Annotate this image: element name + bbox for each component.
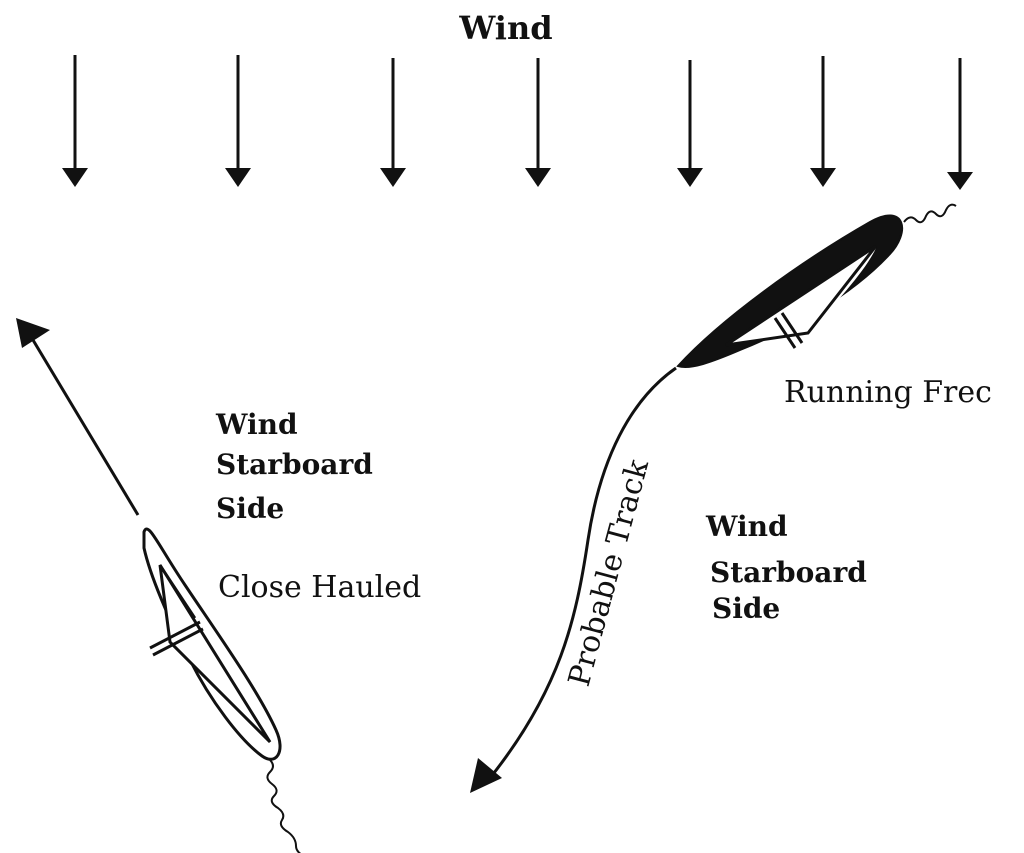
wind-arrow [525, 58, 551, 187]
close-hauled-label: Close Hauled [218, 570, 421, 605]
wind-title: Wind [458, 9, 552, 47]
right-wind-line1: Wind [705, 510, 788, 543]
wind-arrows [62, 55, 973, 190]
left-wind-line3: Side [216, 492, 284, 525]
probable-track-label: Probable Track [562, 455, 656, 690]
sail [725, 244, 878, 347]
left-wind-line2: Starboard [216, 448, 373, 481]
probable-track-arrowhead [470, 758, 502, 793]
running-free-boat [470, 203, 957, 793]
wind-arrow [62, 55, 88, 187]
wind-arrow [677, 60, 703, 187]
left-wind-line1: Wind [215, 408, 298, 441]
running-free-label: Running Frec [784, 375, 992, 410]
wind-arrow [947, 58, 973, 190]
heading-line [28, 334, 140, 516]
heading-arrowhead [16, 318, 50, 348]
wind-arrow [380, 58, 406, 187]
right-wind-line2: Starboard [710, 556, 867, 589]
wind-arrow [225, 55, 251, 187]
hull-filled [676, 214, 904, 368]
right-wind-side-label: Wind Starboard Side [705, 510, 867, 625]
wake [266, 759, 302, 853]
wake [903, 203, 957, 224]
sail [158, 564, 272, 744]
wind-arrow [810, 56, 836, 187]
close-hauled-boat [16, 318, 302, 853]
probable-track-line [488, 366, 677, 779]
right-wind-line3: Side [712, 592, 780, 625]
left-wind-side-label: Wind Starboard Side [215, 408, 373, 525]
